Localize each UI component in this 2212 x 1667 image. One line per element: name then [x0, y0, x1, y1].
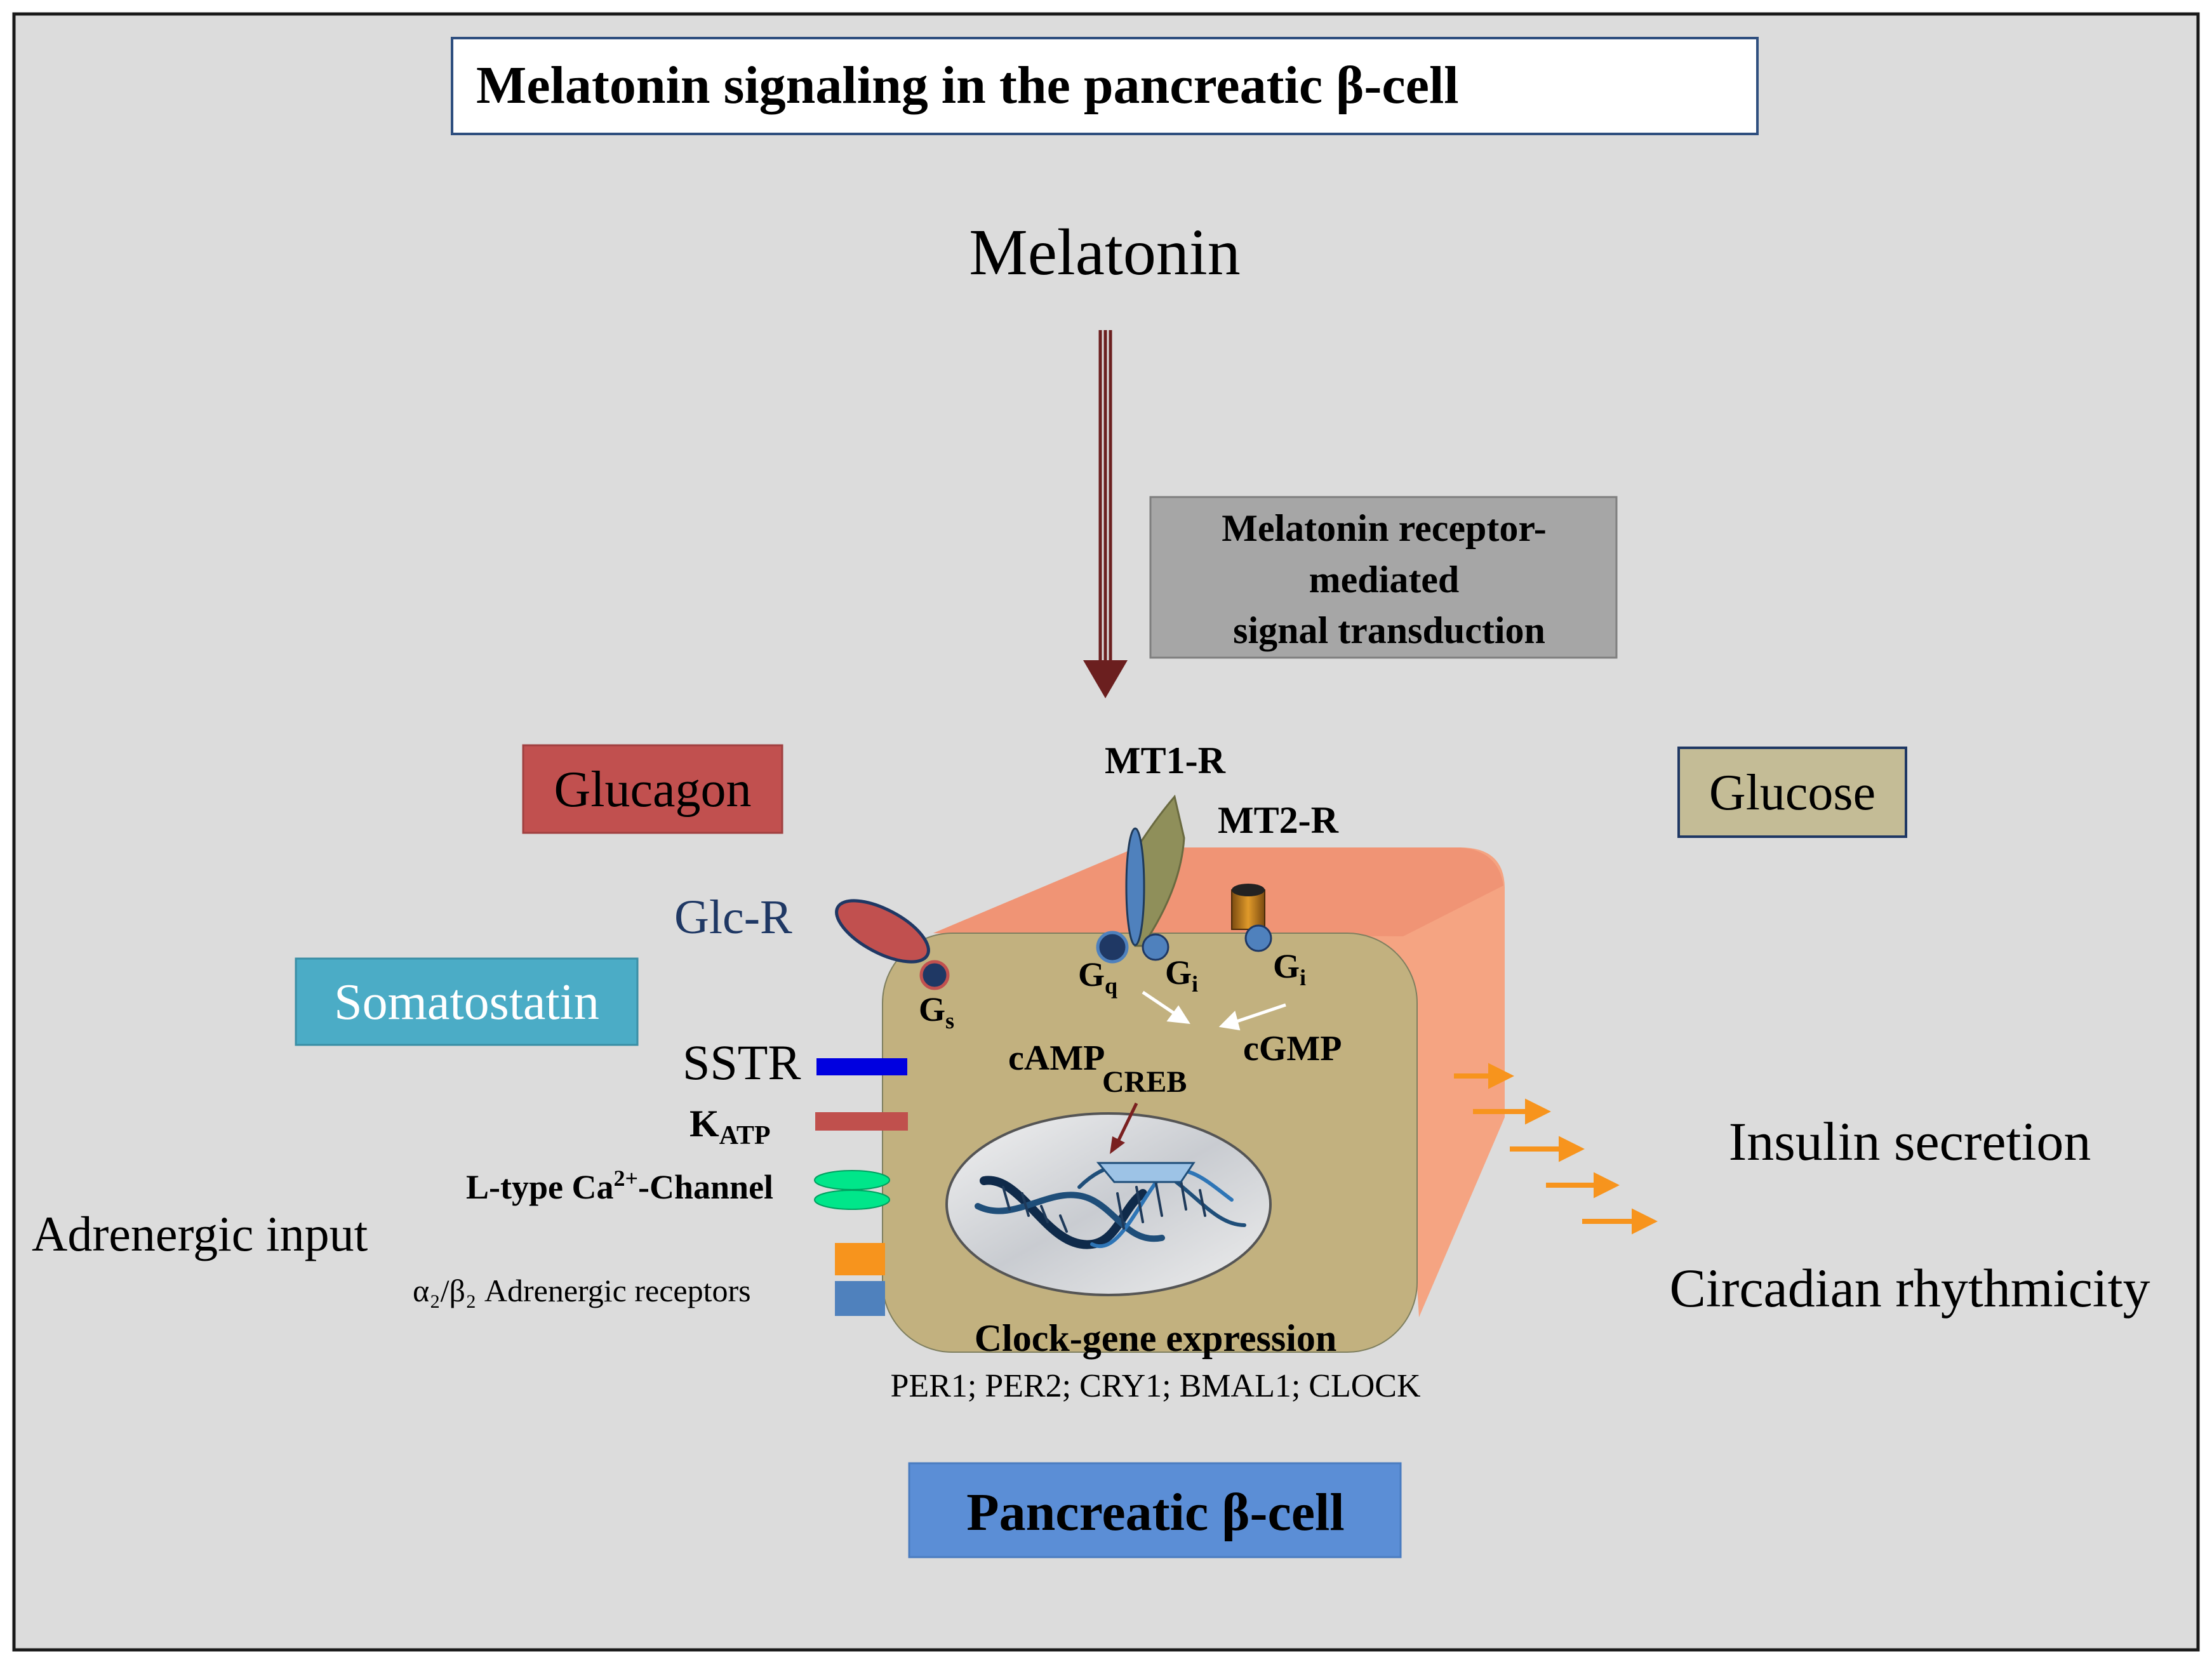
ltype-channel-icon: [814, 1170, 890, 1210]
title-box: [451, 37, 1759, 135]
circadian-rhythmicity-label: Circadian rhythmicity: [1669, 1258, 2150, 1318]
cgmp-label: cGMP: [1243, 1029, 1342, 1068]
page-title: Melatonin signaling in the pancreatic β-…: [476, 56, 1459, 115]
glc-r-label: Glc-R: [674, 891, 792, 944]
glucose-label: Glucose: [1709, 765, 1876, 821]
gi-protein-icon-2: [1244, 924, 1272, 952]
receptor-box-line1: Melatonin receptor-: [1222, 507, 1547, 549]
dna-helix-icon: [975, 1162, 1246, 1249]
katp-channel-icon: [815, 1112, 908, 1131]
creb-arrow: [1116, 1102, 1138, 1144]
output-arrows: [1454, 1063, 1658, 1235]
katp-label: KATP: [690, 1103, 771, 1150]
gs-label: Gs: [919, 990, 954, 1033]
somatostatin-label: Somatostatin: [334, 974, 599, 1030]
gi-protein-icon: [1142, 933, 1169, 961]
cell-top-face: [933, 847, 1503, 936]
mt1-label: MT1-R: [1105, 740, 1226, 781]
beta2-adrenergic-receptor-icon: [835, 1281, 885, 1316]
nucleus-ellipse: [945, 1112, 1272, 1296]
clock-gene-title: Clock-gene expression: [975, 1317, 1337, 1359]
receptor-box-line3: signal transduction: [1233, 609, 1545, 651]
alpha2-adrenergic-receptor-icon: [835, 1243, 885, 1275]
gq-label: Gq: [1078, 955, 1117, 999]
mt2-label: MT2-R: [1218, 799, 1339, 841]
adrenergic-receptors-label: α₂/β₂ Adrenergic receptors: [413, 1273, 751, 1308]
melatonin-arrow: [1083, 330, 1128, 698]
melatonin-label: Melatonin: [969, 216, 1240, 289]
creb-label: CREB: [1102, 1065, 1187, 1099]
somatostatin-box: [295, 957, 639, 1046]
gi-label-2: Gi: [1273, 947, 1306, 990]
glucagon-box: [522, 744, 783, 834]
gq-protein-icon: [1096, 931, 1129, 964]
glucagon-receptor-icon: [835, 899, 950, 990]
adrenergic-input-label: Adrenergic input: [32, 1206, 368, 1261]
sstr-receptor-icon: [816, 1058, 907, 1075]
ltype-channel-label: L-type Ca2+-Channel: [466, 1166, 773, 1206]
gi-label: Gi: [1165, 953, 1198, 997]
pancreatic-cell-box: [908, 1462, 1402, 1558]
mt2-receptor-icon: [1231, 884, 1265, 930]
glucose-box: [1677, 747, 1907, 838]
mt1-receptor-icon: [1125, 794, 1185, 947]
camp-label: cAMP: [1008, 1039, 1105, 1078]
receptor-transduction-box: [1149, 496, 1618, 659]
clock-gene-list: PER1; PER2; CRY1; BMAL1; CLOCK: [890, 1368, 1420, 1404]
sstr-label: SSTR: [683, 1035, 801, 1090]
insulin-secretion-label: Insulin secretion: [1729, 1111, 2091, 1172]
signal-arrows: [1142, 990, 1286, 1031]
nucleus: [945, 1102, 1272, 1296]
glucagon-label: Glucagon: [554, 762, 751, 818]
receptor-box-line2: mediated: [1309, 559, 1460, 601]
pancreatic-cell-label: Pancreatic β-cell: [966, 1483, 1344, 1542]
